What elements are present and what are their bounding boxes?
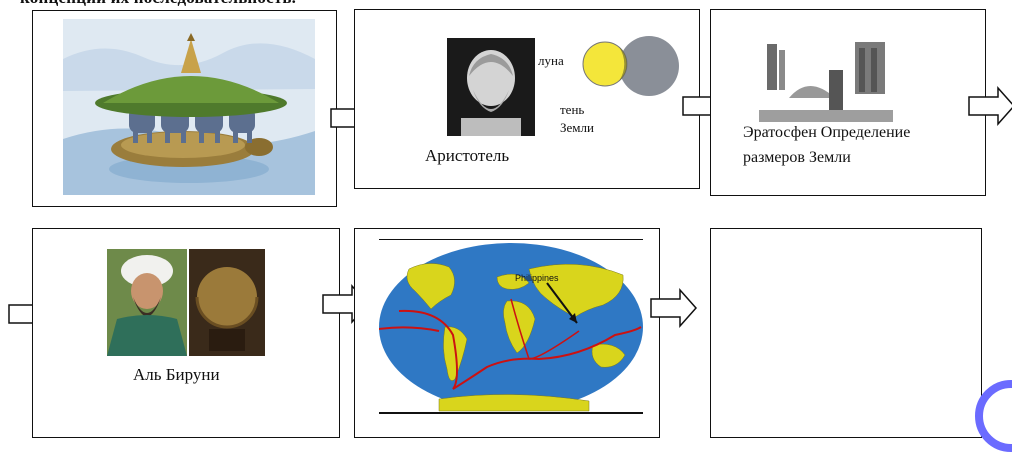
box-aristotle: луна тень Земли Аристотель [354, 9, 700, 189]
lunar-eclipse-diagram [582, 36, 679, 96]
box-eratosthenes: Эратосфен Определение размеров Земли [710, 9, 986, 196]
box-magellan-map: Philippines [354, 228, 660, 438]
eratosthenes-engraving [759, 40, 893, 122]
page-title: концепции их последовательность. [20, 0, 296, 8]
eratosthenes-caption-line1: Эратосфен Определение [743, 124, 911, 141]
biruni-portrait [107, 249, 187, 356]
box-empty [710, 228, 982, 438]
aristotle-caption: Аристотель [425, 146, 510, 165]
box-biruni: Аль Бируни [32, 228, 340, 438]
philippines-label: Philippines [515, 273, 559, 283]
shadow-label-2: Земли [560, 120, 594, 135]
aristotle-portrait [447, 38, 535, 136]
moon-label: луна [538, 53, 564, 68]
shadow-label-1: тень [560, 102, 585, 117]
biruni-caption: Аль Бируни [133, 365, 220, 384]
globe-image [189, 249, 265, 356]
elephants-turtle-illustration [63, 19, 315, 195]
arrow-right-6 [650, 288, 698, 328]
world-voyage-map: Philippines [379, 239, 643, 415]
arrow-right-3 [968, 86, 1012, 126]
eratosthenes-caption-line2: размеров Земли [743, 149, 851, 166]
box-ancient-world [32, 10, 337, 207]
